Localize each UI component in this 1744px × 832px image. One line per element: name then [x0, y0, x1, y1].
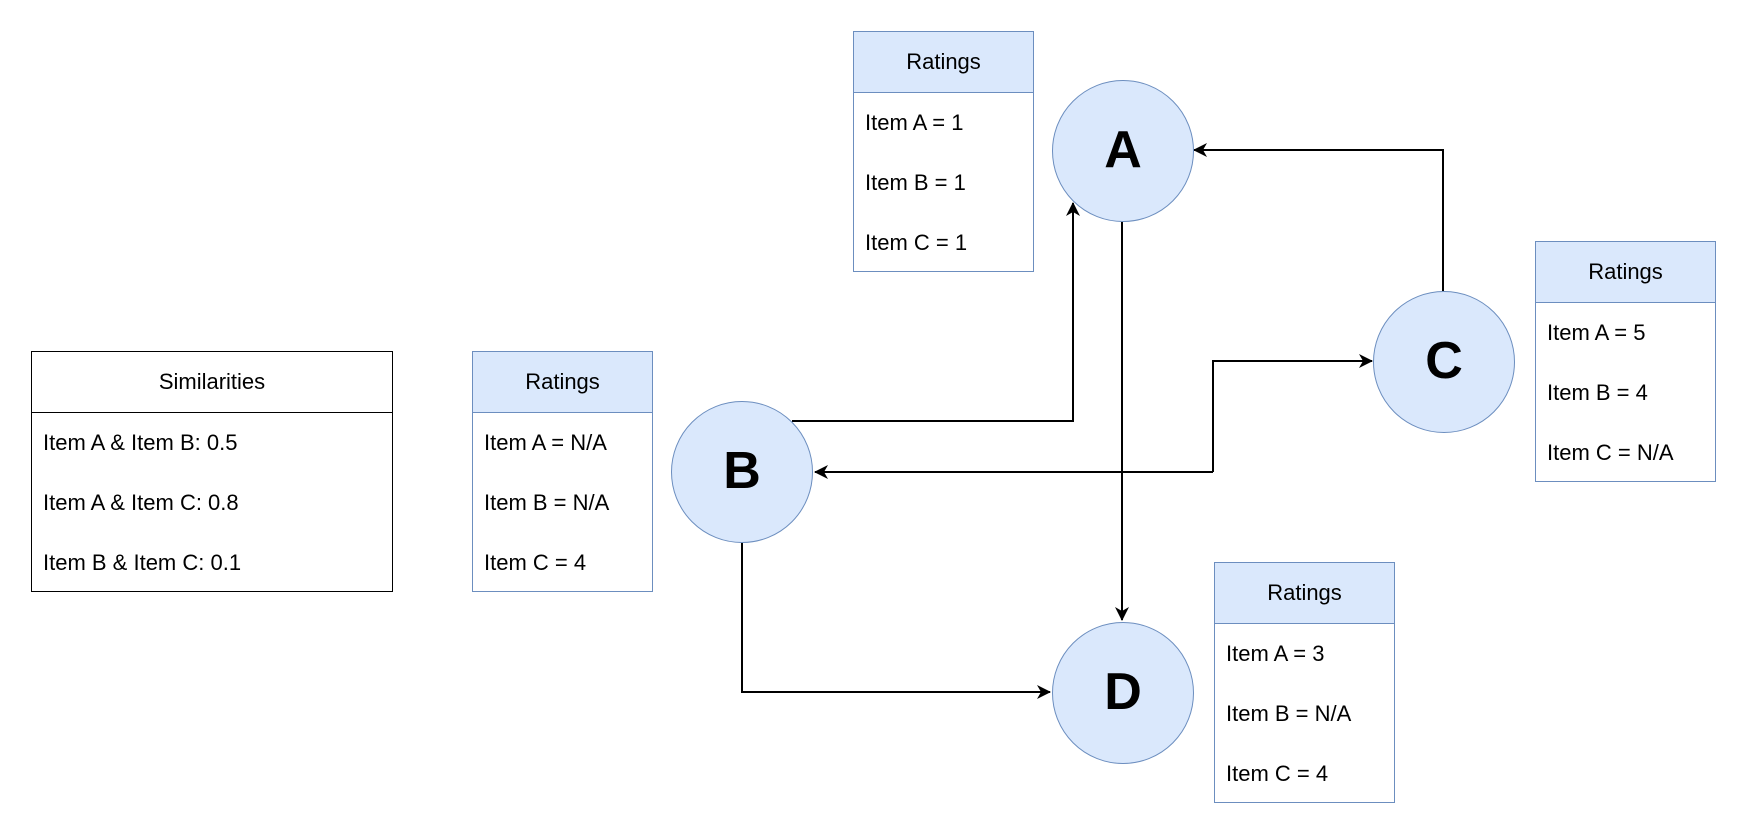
similarity-row: Item B & Item C: 0.1 [43, 550, 242, 575]
rating-row: Item B = 4 [1547, 380, 1648, 405]
similarities-title: Similarities [32, 352, 392, 413]
ratings-title-c: Ratings [1536, 242, 1715, 303]
rating-row: Item C = 4 [484, 550, 587, 575]
ratings-table-b: Ratings Item A = N/A Item B = N/A Item C… [472, 351, 653, 592]
edge-b-to-a [792, 202, 1080, 422]
ratings-table-a: Ratings Item A = 1 Item B = 1 Item C = 1 [853, 31, 1034, 272]
rating-row: Item B = N/A [1226, 701, 1352, 726]
rating-row: Item C = 4 [1226, 761, 1329, 786]
similarities-table: Similarities Item A & Item B: 0.5 Item A… [31, 351, 393, 592]
rating-row: Item A = 3 [1226, 641, 1325, 666]
node-b: B [671, 401, 813, 543]
similarity-row: Item A & Item B: 0.5 [43, 430, 238, 455]
edge-c-to-a [1193, 143, 1444, 291]
rating-row: Item A = N/A [484, 430, 607, 455]
ratings-table-c: Ratings Item A = 5 Item B = 4 Item C = N… [1535, 241, 1716, 482]
ratings-table-d: Ratings Item A = 3 Item B = N/A Item C =… [1214, 562, 1395, 803]
similarity-row: Item A & Item C: 0.8 [43, 490, 239, 515]
ratings-title-b: Ratings [473, 352, 652, 413]
rating-row: Item B = N/A [484, 490, 610, 515]
rating-row: Item C = N/A [1547, 440, 1674, 465]
node-a: A [1052, 80, 1194, 222]
ratings-title-a: Ratings [854, 32, 1033, 93]
rating-row: Item A = 5 [1547, 320, 1646, 345]
rating-row: Item C = 1 [865, 230, 968, 255]
edge-b-to-c [1212, 354, 1373, 472]
node-c: C [1373, 291, 1515, 433]
rating-row: Item A = 1 [865, 110, 964, 135]
edge-b-to-d [741, 543, 1051, 699]
ratings-title-d: Ratings [1215, 563, 1394, 624]
node-d: D [1052, 622, 1194, 764]
rating-row: Item B = 1 [865, 170, 966, 195]
